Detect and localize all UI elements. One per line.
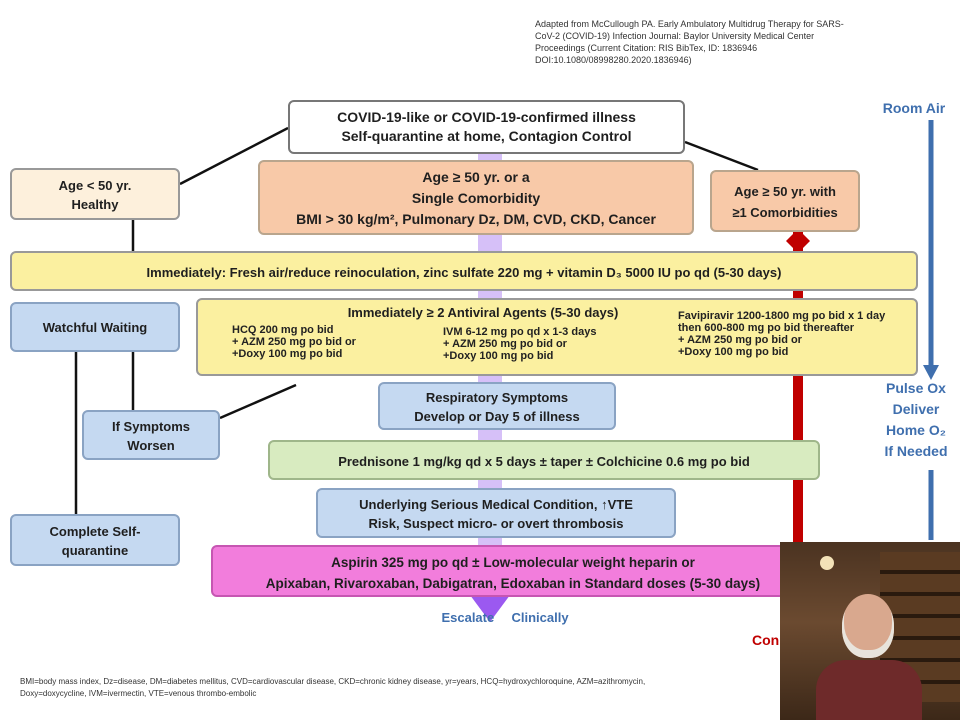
antiviral-col-hcq: HCQ 200 mg po bid + AZM 250 mg po bid or… (232, 324, 356, 360)
immediate-text: Immediately: Fresh air/reduce reinoculat… (146, 265, 782, 280)
con-text: Con (752, 632, 780, 648)
citation: Adapted from McCullough PA. Early Ambula… (535, 18, 935, 66)
prednisone-text: Prednisone 1 mg/kg qd x 5 days ± taper ±… (338, 454, 750, 469)
escalate-word: Escalate (441, 610, 495, 625)
antiviral-item: + AZM 250 mg po bid or (678, 334, 802, 346)
clinically-word: Clinically (511, 610, 569, 625)
pulse-ox-label: Pulse Ox Deliver Home O₂ If Needed (872, 378, 960, 462)
complete-self-quarantine-box: Complete Self- quarantine (10, 514, 180, 566)
red-track (793, 232, 803, 632)
top-box-illness: COVID-19-like or COVID-19-confirmed illn… (288, 100, 685, 154)
citation-line: Proceedings (Current Citation: RIS BibTe… (535, 43, 758, 53)
escalate-clinically-label: Escalate Clinically (420, 608, 590, 630)
watchful-waiting-box: Watchful Waiting (10, 302, 180, 352)
underlying-line: Risk, Suspect micro- or overt thrombosis (368, 516, 624, 531)
respiratory-symptoms-box: Respiratory Symptoms Develop or Day 5 of… (378, 382, 616, 430)
presenter-webcam (780, 542, 960, 720)
top-box-line: Self-quarantine at home, Contagion Contr… (341, 128, 632, 144)
antiviral-item: then 600-800 mg po bid thereafter (678, 322, 855, 334)
comorbidity-line: Single Comorbidity (411, 190, 541, 206)
antiviral-col-favipiravir: Favipiravir 1200-1800 mg po bid x 1 day … (678, 310, 885, 358)
abbreviations-footer: BMI=body mass index, Dz=disease, DM=diab… (20, 676, 780, 700)
connector-top-left (179, 126, 289, 186)
multi-comorbidity-line: ≥1 Comorbidities (732, 205, 838, 220)
side-arrowhead (923, 365, 939, 380)
presenter-head (842, 594, 894, 658)
immediate-supportive-box: Immediately: Fresh air/reduce reinoculat… (10, 251, 918, 291)
antiviral-title: Immediately ≥ 2 Antiviral Agents (5-30 d… (347, 305, 619, 320)
aspirin-line: Apixaban, Rivaroxaban, Dabigatran, Edoxa… (265, 576, 761, 591)
room-air-label: Room Air (868, 98, 960, 119)
if-symptoms-worsen-box: If Symptoms Worsen (82, 410, 220, 460)
worsen-line: Worsen (127, 438, 175, 453)
antiviral-item: + AZM 250 mg po bid or (443, 338, 567, 350)
footer-line: BMI=body mass index, Dz=disease, DM=diab… (20, 677, 646, 686)
healthy-line: Age < 50 yr. (58, 178, 132, 193)
multi-comorbidity-line: Age ≥ 50 yr. with (734, 184, 836, 199)
underlying-condition-box: Underlying Serious Medical Condition, ↑V… (316, 488, 676, 538)
antiviral-col-ivm: IVM 6-12 mg po qd x 1-3 days + AZM 250 m… (443, 326, 596, 362)
antiviral-agents-box: Immediately ≥ 2 Antiviral Agents (5-30 d… (196, 298, 918, 376)
antiviral-item: HCQ 200 mg po bid (232, 324, 334, 336)
pulse-line: Pulse Ox (886, 380, 946, 396)
citation-line: DOI:10.1080/08998280.2020.1836946) (535, 55, 692, 65)
pulse-line: Deliver (892, 401, 940, 417)
red-diamond (786, 229, 810, 253)
watchful-text: Watchful Waiting (42, 320, 148, 335)
aspirin-line: Aspirin 325 mg po qd ± Low-molecular wei… (331, 555, 695, 570)
respiratory-line: Respiratory Symptoms (425, 390, 569, 405)
citation-line: Adapted from McCullough PA. Early Ambula… (535, 19, 844, 29)
antiviral-item: +Doxy 100 mg po bid (232, 348, 343, 360)
pulse-line: Home O₂ (886, 422, 946, 438)
top-box-line: COVID-19-like or COVID-19-confirmed illn… (337, 109, 636, 125)
anticoagulation-box: Aspirin 325 mg po qd ± Low-molecular wei… (211, 545, 815, 597)
antiviral-item: IVM 6-12 mg po qd x 1-3 days (443, 326, 597, 338)
connector-worsen-antiviral (219, 383, 297, 420)
room-air-text: Room Air (882, 100, 946, 116)
antiviral-item: +Doxy 100 mg po bid (678, 346, 789, 358)
escalate-arrowhead (470, 595, 510, 622)
single-comorbidity-box: Age ≥ 50 yr. or a Single Comorbidity BMI… (258, 160, 694, 235)
pulse-line: If Needed (884, 443, 948, 459)
respiratory-line: Develop or Day 5 of illness (414, 409, 580, 424)
complete-line: quarantine (61, 543, 129, 558)
healthy-line: Healthy (71, 197, 119, 212)
antiviral-item: + AZM 250 mg po bid or (232, 336, 356, 348)
antiviral-item: +Doxy 100 mg po bid (443, 350, 554, 362)
antiviral-item: Favipiravir 1200-1800 mg po bid x 1 day (678, 310, 886, 322)
age-under-50-box: Age < 50 yr. Healthy (10, 168, 180, 220)
footer-line: Doxy=doxycycline, IVM=ivermectin, VTE=ve… (20, 689, 257, 698)
prednisone-box: Prednisone 1 mg/kg qd x 5 days ± taper ±… (268, 440, 820, 480)
lamp-light (820, 556, 834, 570)
connector-top-right (684, 140, 759, 172)
underlying-line: Underlying Serious Medical Condition, ↑V… (359, 497, 633, 512)
complete-line: Complete Self- (49, 524, 141, 539)
comorbidity-line: Age ≥ 50 yr. or a (422, 169, 530, 185)
multi-comorbidity-box: Age ≥ 50 yr. with ≥1 Comorbidities (710, 170, 860, 232)
comorbidity-line: BMI > 30 kg/m², Pulmonary Dz, DM, CVD, C… (296, 211, 656, 227)
presenter-body (816, 660, 922, 720)
worsen-line: If Symptoms (111, 419, 190, 434)
con-label: Con (752, 630, 792, 651)
citation-line: CoV-2 (COVID-19) Infection Journal: Bayl… (535, 31, 815, 41)
